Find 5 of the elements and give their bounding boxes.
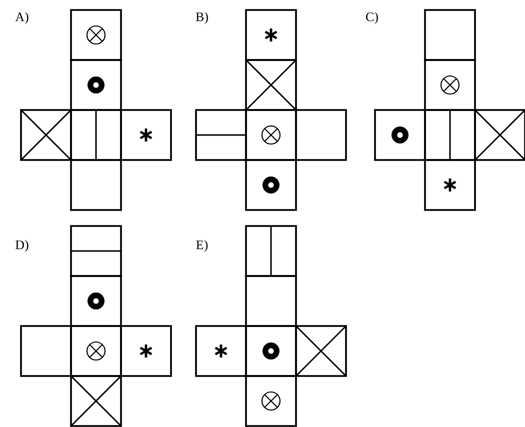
option-label: C) xyxy=(366,12,378,24)
option-label: A) xyxy=(15,12,28,24)
option-label: E) xyxy=(196,240,208,252)
option-label: D) xyxy=(16,240,28,252)
option-label: B) xyxy=(196,12,208,24)
